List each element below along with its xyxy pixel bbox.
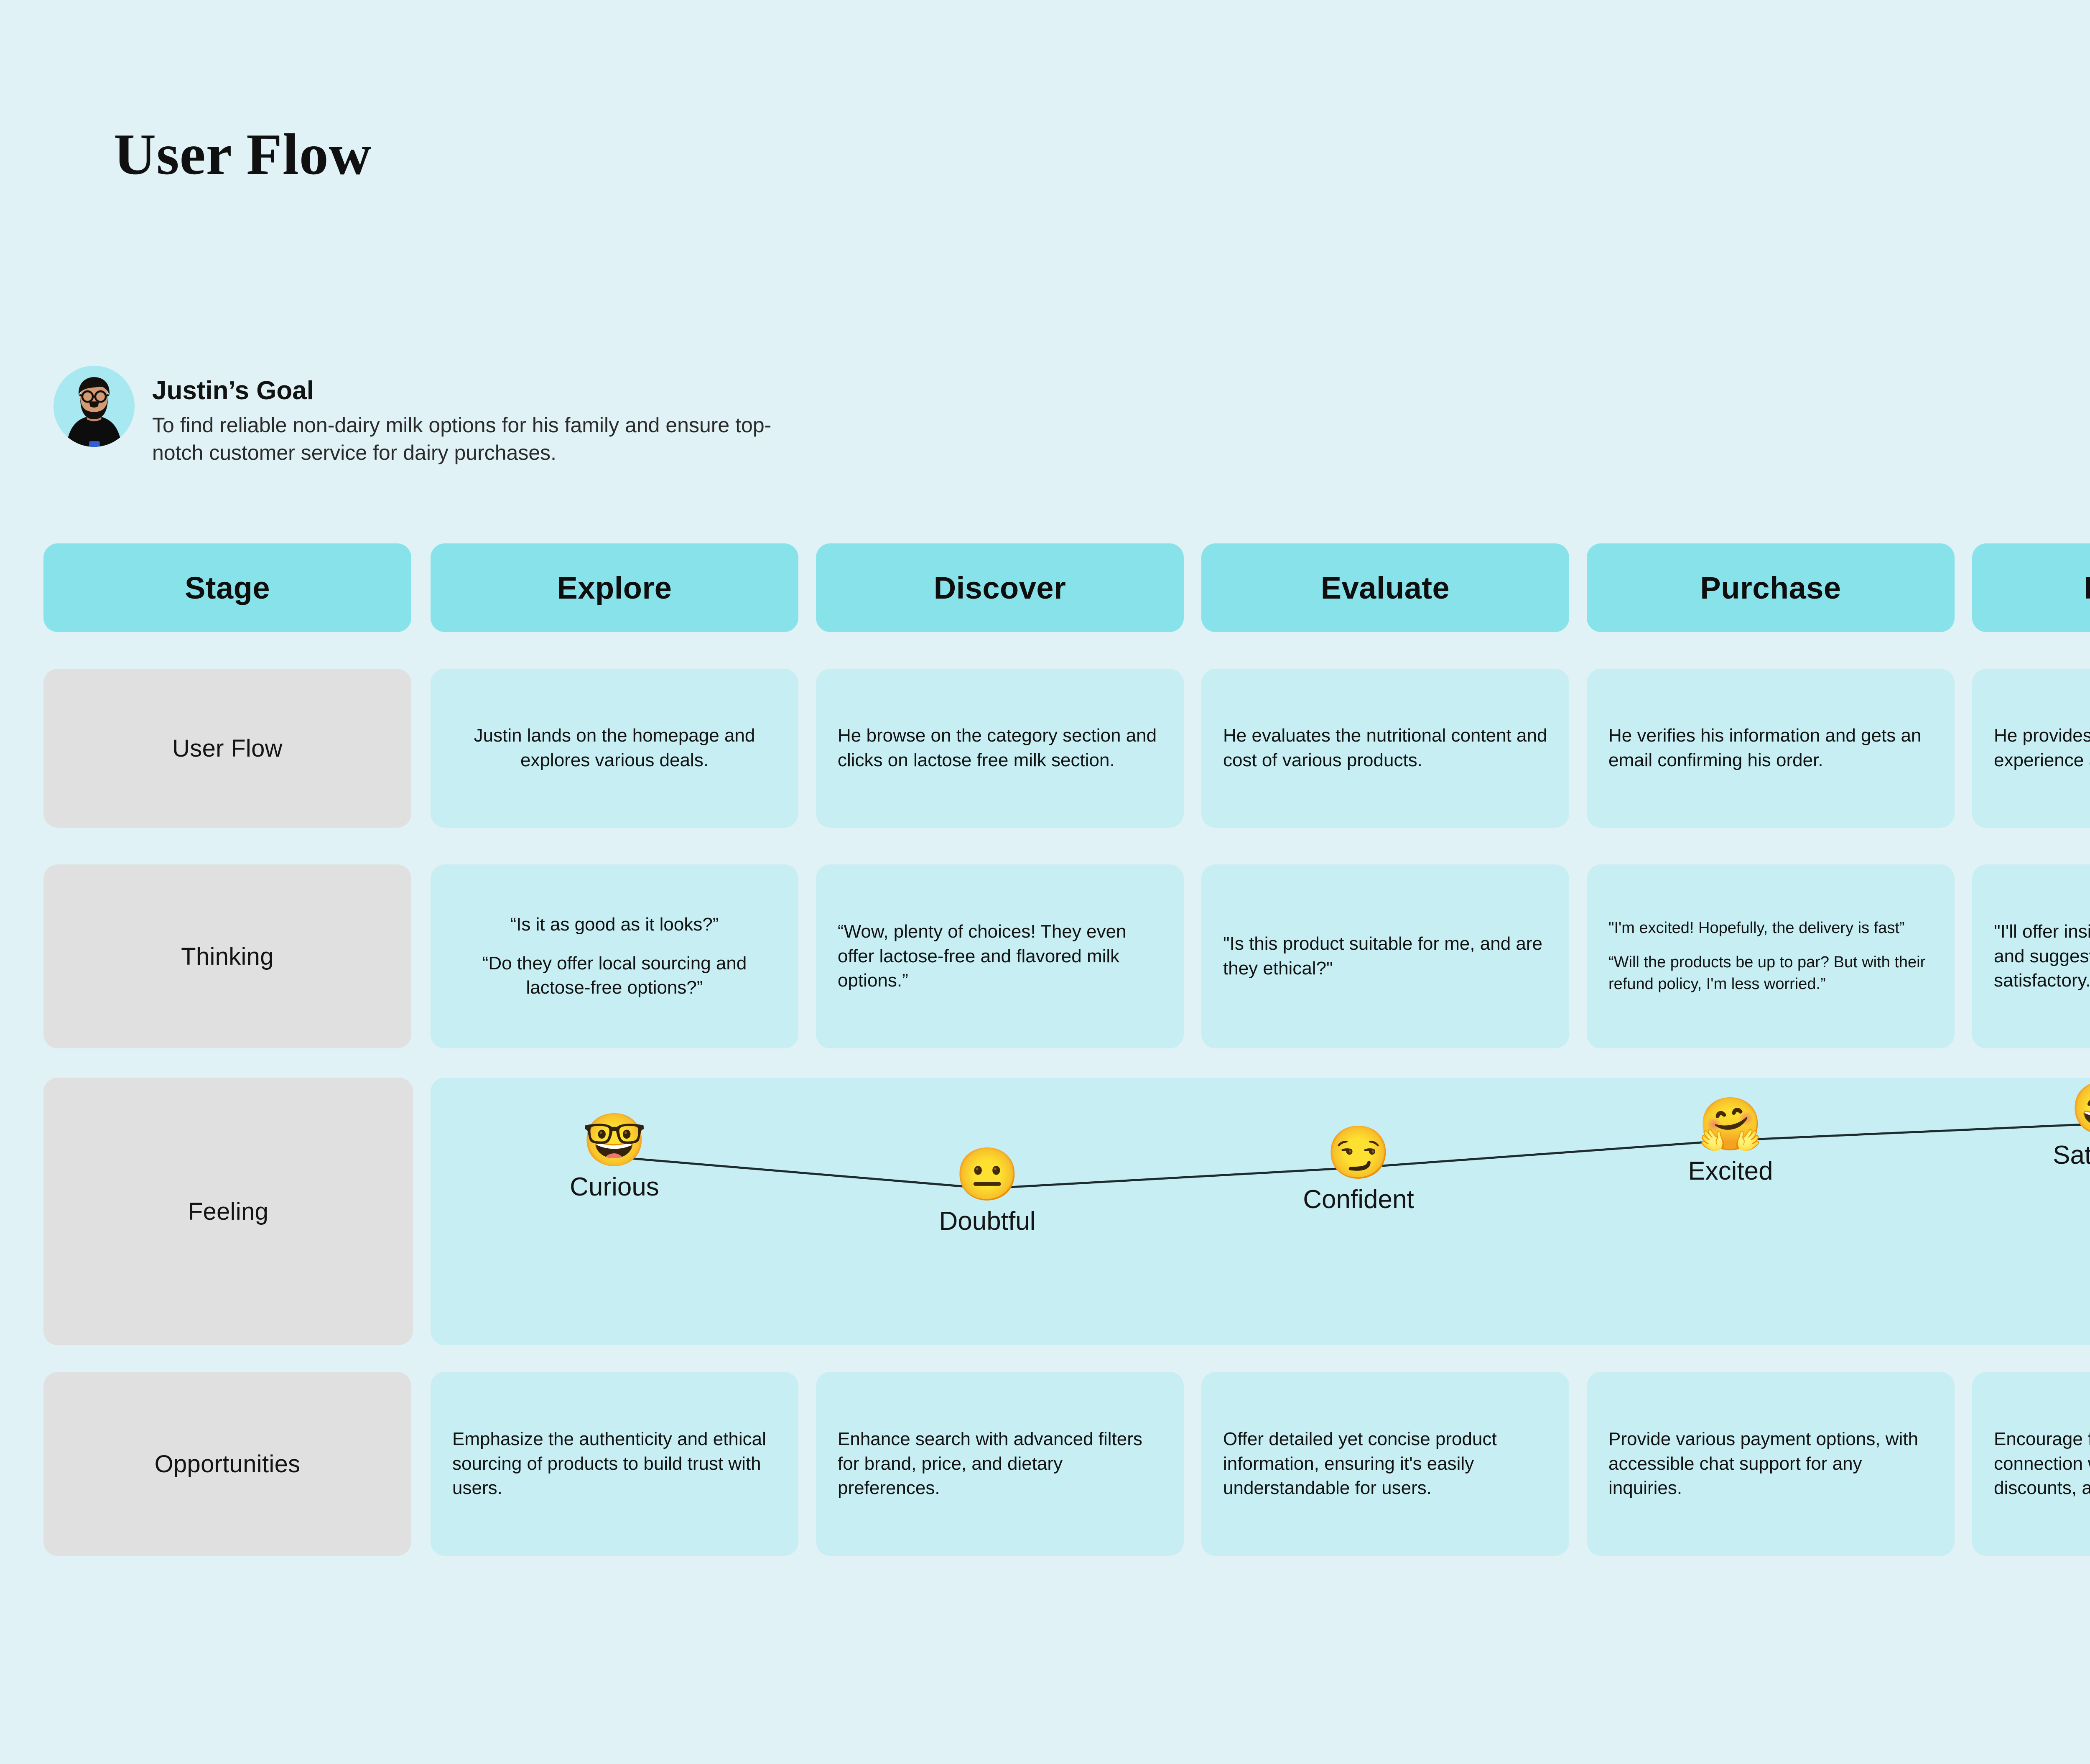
neutral-face-emoji: 😐 — [955, 1146, 1020, 1203]
page-title: User Flow — [114, 122, 372, 187]
cell-text: Emphasize the authenticity and ethical s… — [452, 1429, 766, 1499]
mood-label-satisfied: Satisfied — [2053, 1141, 2090, 1170]
grinning-face-emoji: 😄 — [2006, 1083, 2090, 1134]
row-label-text-thinking: Thinking — [181, 943, 274, 970]
row-label-text-user-flow: User Flow — [172, 734, 283, 762]
cell-text: Provide various payment options, with ac… — [1608, 1429, 1919, 1499]
persona-goal-text: To find reliable non-dairy milk options … — [152, 413, 772, 465]
cell-text: "I'll offer insights for informed decisi… — [1994, 921, 2090, 991]
cell-text: He evaluates the nutritional content and… — [1223, 725, 1547, 770]
cell-user-flow-feedback: He provides feedback about his buying ex… — [1972, 669, 2090, 828]
header-label-evaluate: Evaluate — [1320, 570, 1450, 605]
cell-thinking-evaluate: "Is this product suitable for me, and ar… — [1201, 864, 1569, 1048]
row-label-text-feeling: Feeling — [188, 1198, 269, 1225]
header-label-feedback: Feedback — [2084, 570, 2090, 606]
header-cell-evaluate: Evaluate — [1201, 543, 1569, 632]
cell-user-flow-purchase: He verifies his information and gets an … — [1587, 669, 1955, 828]
cell-opportunities-discover: Enhance search with advanced filters for… — [816, 1372, 1184, 1556]
cell-thinking-explore: “Is it as good as it looks?” “Do they of… — [431, 864, 798, 1048]
header-cell-stage: Stage — [43, 543, 411, 632]
hugging-face-emoji: 🤗 — [1698, 1096, 1763, 1153]
row-label-thinking: Thinking — [43, 864, 411, 1048]
feeling-chart-panel: 🤓 Curious 😐 Doubtful 😏 Confident 🤗 Excit… — [431, 1078, 2090, 1345]
persona-name-heading: Justin’s Goal — [152, 376, 314, 405]
cell-opportunities-evaluate: Offer detailed yet concise product infor… — [1201, 1372, 1569, 1556]
mood-label-doubtful: Doubtful — [939, 1207, 1036, 1236]
cell-text: He verifies his information and gets an … — [1608, 725, 1922, 770]
cell-text: “Wow, plenty of choices! They even offer… — [838, 921, 1127, 991]
mood-label-excited: Excited — [1688, 1157, 1773, 1185]
cell-opportunities-explore: Emphasize the authenticity and ethical s… — [431, 1372, 798, 1556]
mood-doubtful: 😐 Doubtful — [891, 1149, 1083, 1236]
persona-block: Justin’s Goal To find reliable non-dairy… — [54, 366, 779, 466]
cell-text: He browse on the category section and cl… — [838, 725, 1157, 770]
cell-thinking-purchase: "I'm excited! Hopefully, the delivery is… — [1587, 864, 1955, 1048]
mood-satisfied: 😄 Satisfied — [2006, 1083, 2090, 1170]
row-label-feeling: Feeling — [43, 1078, 413, 1345]
mood-confident: 😏 Confident — [1262, 1127, 1455, 1214]
header-label-discover: Discover — [933, 570, 1066, 605]
mood-curious: 🤓 Curious — [518, 1114, 711, 1202]
persona-text: Justin’s Goal To find reliable non-dairy… — [152, 366, 779, 466]
header-cell-explore: Explore — [431, 543, 798, 632]
mood-excited: 🤗 Excited — [1634, 1099, 1827, 1186]
cell-user-flow-explore: Justin lands on the homepage and explore… — [431, 669, 798, 828]
avatar-bearded-man-with-glasses-icon — [54, 366, 135, 447]
cell-text: He provides feedback about his buying ex… — [1994, 725, 2090, 770]
header-cell-feedback: Feedback — [1972, 543, 2090, 632]
cell-opportunities-purchase: Provide various payment options, with ac… — [1587, 1372, 1955, 1556]
header-label-purchase: Purchase — [1700, 570, 1841, 605]
cell-text: Offer detailed yet concise product infor… — [1223, 1429, 1497, 1499]
cell-text: “Do they offer local sourcing and lactos… — [482, 953, 747, 998]
header-cell-discover: Discover — [816, 543, 1184, 632]
header-label-explore: Explore — [557, 570, 672, 605]
cell-text: “Will the products be up to par? But wit… — [1608, 953, 1926, 993]
row-label-text-opportunities: Opportunities — [154, 1450, 301, 1478]
cell-text: “Is it as good as it looks?” — [510, 914, 719, 935]
header-cell-purchase: Purchase — [1587, 543, 1955, 632]
header-label-stage: Stage — [184, 570, 270, 605]
cell-text: Justin lands on the homepage and explore… — [474, 725, 755, 770]
cell-user-flow-discover: He browse on the category section and cl… — [816, 669, 1184, 828]
row-label-opportunities: Opportunities — [43, 1372, 411, 1556]
cell-text: Enhance search with advanced filters for… — [838, 1429, 1142, 1499]
cell-thinking-feedback: "I'll offer insights for informed decisi… — [1972, 864, 2090, 1048]
nerd-face-emoji: 🤓 — [582, 1111, 647, 1169]
cell-text: "I'm excited! Hopefully, the delivery is… — [1608, 919, 1905, 937]
cell-text: "Is this product suitable for me, and ar… — [1223, 933, 1543, 979]
smirking-face-emoji: 😏 — [1326, 1124, 1391, 1182]
cell-user-flow-evaluate: He evaluates the nutritional content and… — [1201, 669, 1569, 828]
cell-text: Encourage feedback and user connection w… — [1994, 1429, 2090, 1499]
mood-label-curious: Curious — [570, 1173, 659, 1201]
row-label-user-flow: User Flow — [43, 669, 411, 828]
cell-thinking-discover: “Wow, plenty of choices! They even offer… — [816, 864, 1184, 1048]
avatar — [54, 366, 135, 447]
cell-opportunities-feedback: Encourage feedback and user connection w… — [1972, 1372, 2090, 1556]
mood-label-confident: Confident — [1303, 1185, 1414, 1214]
